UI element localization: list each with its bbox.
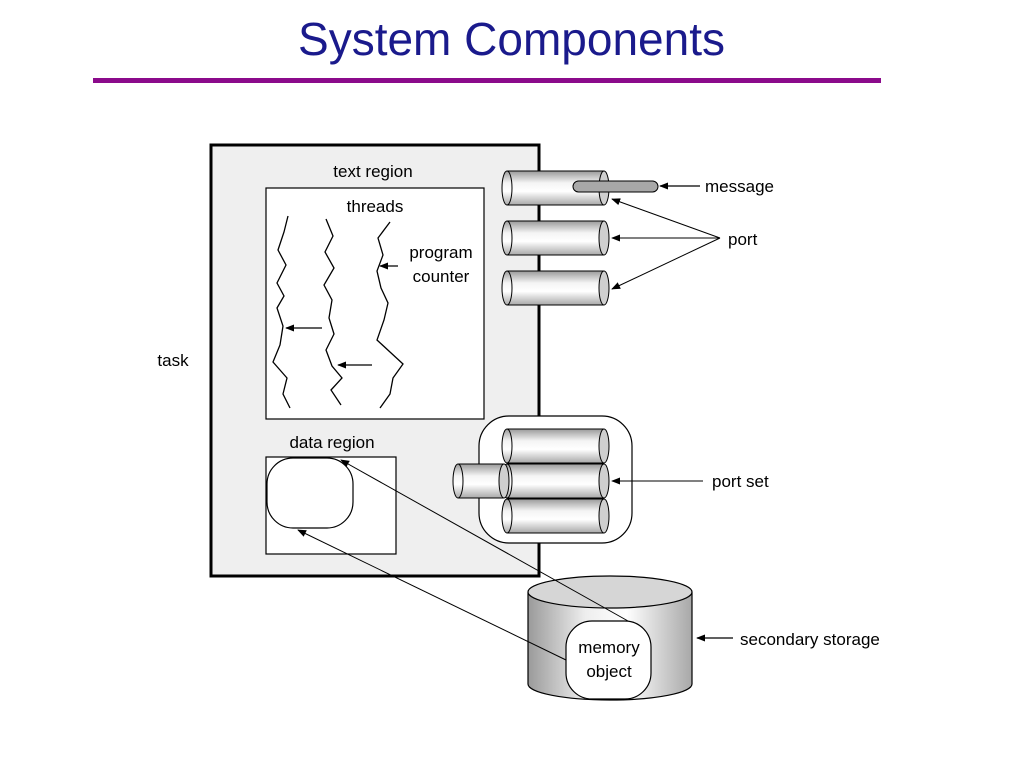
secondary-storage-cylinder (527, 575, 693, 701)
threads-label: threads (347, 197, 404, 216)
secondary-storage-label: secondary storage (740, 630, 880, 649)
threads-box (265, 187, 485, 420)
memory-map-arrow-2 (297, 529, 567, 661)
port-3 (501, 270, 610, 306)
port-set-port-2 (501, 463, 610, 499)
message-capsule (572, 180, 659, 193)
port-set-entry-port (452, 463, 510, 499)
task-label: task (157, 351, 189, 370)
title-divider (93, 78, 881, 83)
mapped-memory-region (266, 457, 354, 529)
port-arrow-1 (611, 198, 721, 239)
port-set-label: port set (712, 472, 769, 491)
data-region-label: data region (289, 433, 374, 452)
message-label: message (705, 177, 774, 196)
port-label: port (728, 230, 758, 249)
memory-map-arrow-1 (340, 459, 629, 622)
text-region-label: text region (333, 162, 412, 181)
slide-title: System Components (298, 13, 725, 65)
thread-line-1 (272, 215, 291, 409)
memory-object-label-2: object (586, 662, 632, 681)
program-counter-label-2: counter (413, 267, 470, 286)
memory-object (565, 620, 652, 700)
thread-line-2 (323, 218, 343, 406)
thread-line-3 (376, 221, 404, 409)
memory-object-label-1: memory (578, 638, 640, 657)
program-counter-label-1: program (409, 243, 472, 262)
port-arrow-3 (611, 237, 721, 290)
port-2 (501, 220, 610, 256)
port-set-port-1 (501, 428, 610, 464)
port-set-port-3 (501, 498, 610, 534)
